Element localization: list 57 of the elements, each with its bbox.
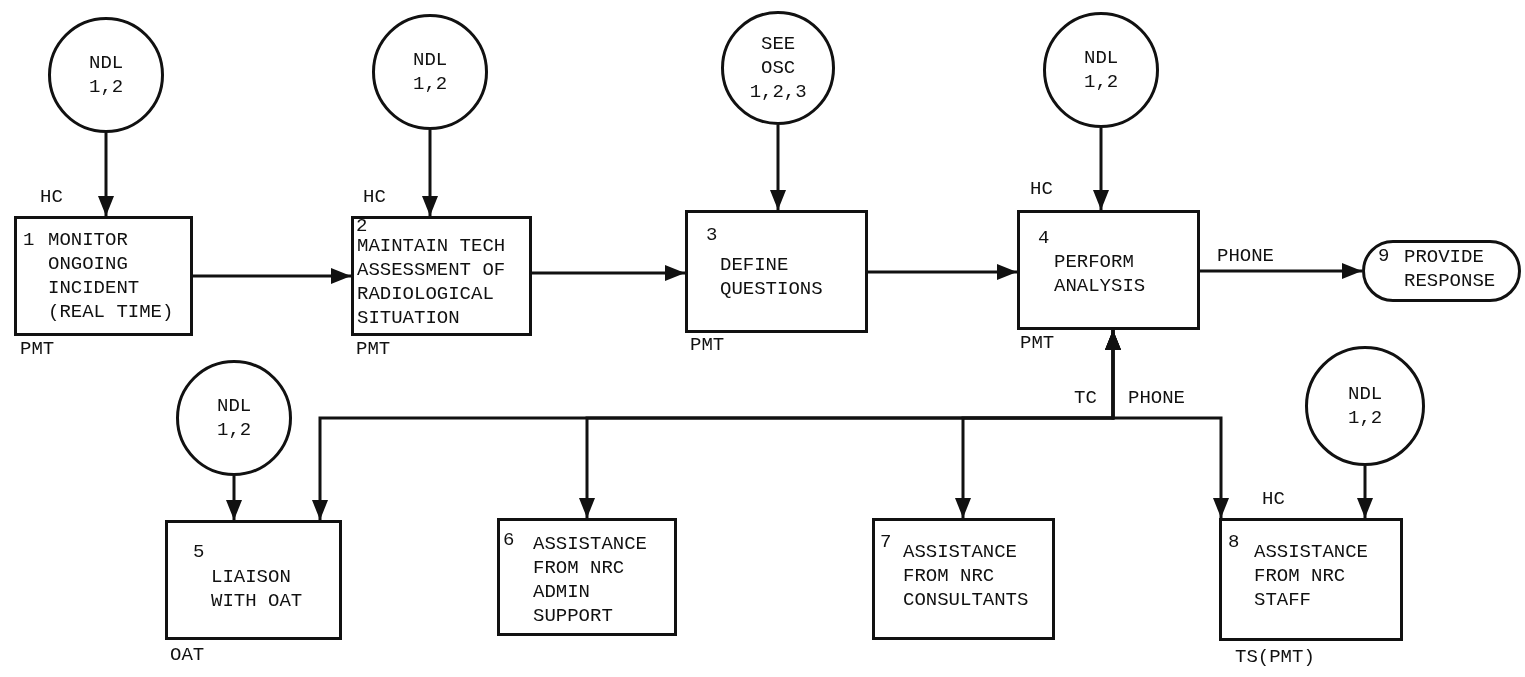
role-label: PMT (20, 338, 55, 360)
step-number: 5 (193, 540, 205, 564)
role-label: PMT (1020, 332, 1055, 354)
process-box (351, 216, 532, 336)
step-number: 4 (1038, 226, 1050, 250)
role-label: PMT (356, 338, 391, 360)
arrow (1200, 263, 1362, 279)
process-label: PROVIDE RESPONSE (1404, 245, 1497, 293)
process-box (872, 518, 1055, 640)
arrow (532, 265, 685, 281)
step-number: 1 (23, 228, 35, 252)
step-number: 6 (503, 528, 515, 552)
process-label: LIAISON WITH OAT (211, 565, 304, 613)
process-box (1017, 210, 1200, 330)
arrow (770, 125, 786, 210)
process-label: ASSISTANCE FROM NRC STAFF (1254, 540, 1370, 612)
role-label: OAT (170, 644, 205, 666)
role-label: HC (363, 186, 386, 208)
reference-label: NDL 1,2 (88, 51, 125, 99)
reference-circle (721, 11, 835, 125)
arrow (868, 264, 1017, 280)
process-box (1219, 518, 1403, 641)
step-number: 8 (1228, 530, 1240, 554)
process-box (165, 520, 342, 640)
reference-circle (372, 14, 488, 130)
process-label: MONITOR ONGOING INCIDENT (REAL TIME) (48, 228, 175, 324)
role-label: HC (1262, 488, 1285, 510)
process-box (497, 518, 677, 636)
reference-circle (1043, 12, 1159, 128)
reference-label: NDL 1,2 (1347, 382, 1384, 430)
process-label: PERFORM ANALYSIS (1054, 250, 1147, 298)
reference-circle (176, 360, 292, 476)
process-box (14, 216, 193, 336)
process-label: ASSISTANCE FROM NRC ADMIN SUPPORT (533, 532, 649, 628)
reference-circle (48, 17, 164, 133)
role-label: PMT (690, 334, 725, 356)
role-label: HC (1030, 178, 1053, 200)
step-number: 9 (1378, 244, 1390, 268)
arrow (1357, 466, 1373, 518)
reference-label: SEE OSC 1,2,3 (748, 32, 808, 104)
role-label: TS(PMT) (1235, 646, 1315, 668)
reference-circle (1305, 346, 1425, 466)
reference-label: NDL 1,2 (1083, 46, 1120, 94)
role-label: HC (40, 186, 63, 208)
step-number: 7 (880, 530, 892, 554)
reference-label: NDL 1,2 (216, 394, 253, 442)
arrow (1105, 330, 1229, 518)
arrow (226, 476, 242, 520)
step-number: 3 (706, 223, 718, 247)
arrow (422, 130, 438, 216)
process-box (685, 210, 868, 333)
arrow (193, 268, 351, 284)
process-label: ASSISTANCE FROM NRC CONSULTANTS (903, 540, 1030, 612)
reference-label: NDL 1,2 (412, 48, 449, 96)
arrow (1093, 128, 1109, 210)
arrow (98, 133, 114, 216)
process-label: DEFINE QUESTIONS (720, 253, 824, 301)
